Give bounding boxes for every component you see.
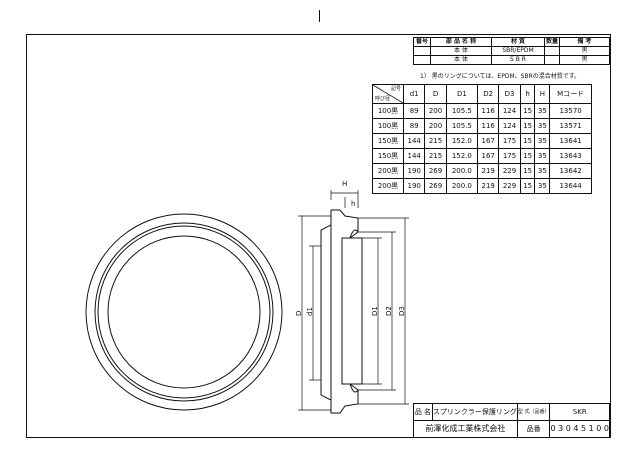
outer-ring-inner-edge bbox=[94, 222, 274, 402]
dim-cell: 200黒 bbox=[372, 178, 404, 194]
center-mark bbox=[319, 10, 320, 22]
title-code-value: 0 3 0 4 5 1 0 0 bbox=[549, 420, 610, 438]
corner-symbol-label: 記号 bbox=[390, 86, 401, 92]
title-product-name: スプリンクラー保護リング bbox=[431, 403, 518, 421]
dimension-lines bbox=[298, 190, 409, 411]
dim-label-D3: D3 bbox=[398, 306, 406, 316]
title-model-value: SKR bbox=[549, 403, 610, 421]
drawing-frame bbox=[26, 34, 611, 438]
dim-cell: 13644 bbox=[549, 178, 592, 194]
dim-cell: 200 bbox=[424, 103, 447, 119]
inner-ring-outer-edge bbox=[97, 225, 271, 399]
title-company-name: 前澤化成工業株式会社 bbox=[413, 420, 518, 438]
title-model-label: 型 式（品番） bbox=[516, 403, 551, 421]
corner-diagonal bbox=[373, 85, 403, 103]
dim-label-d1: d1 bbox=[306, 307, 314, 316]
dim-cell: 269 bbox=[424, 178, 447, 194]
parts-row: 本 体 S B R 黒 bbox=[413, 55, 610, 65]
title-name-label: 品 名 bbox=[413, 403, 433, 421]
title-block: 品 名 スプリンクラー保護リング 型 式（品番） SKR 前澤化成工業株式会社 … bbox=[413, 403, 610, 438]
dim-label-D1: D1 bbox=[371, 306, 379, 316]
material-note: 1） 黒のリングについては、EPDM、SBRの混合材質です。 bbox=[420, 73, 581, 80]
corner-size-label: 呼び径 bbox=[375, 96, 391, 102]
parts-table: 番号 部 品 名 称 材 質 数量 備 考 本 体 SBR/EPDM 黒 本 体… bbox=[413, 37, 610, 65]
inner-ring-bore bbox=[107, 235, 261, 389]
section-view bbox=[320, 209, 363, 414]
title-code-label: 品番 bbox=[516, 420, 551, 438]
outer-ring-outline bbox=[85, 213, 283, 411]
dim-label-H: H bbox=[342, 180, 347, 188]
dim-cell: 229 bbox=[498, 178, 521, 194]
dim-label-D2: D2 bbox=[385, 306, 393, 316]
dim-cell: 175 bbox=[498, 148, 521, 164]
dim-header-corner: 記号 呼び径 bbox=[372, 84, 404, 104]
dim-label-h: h bbox=[351, 200, 355, 208]
dim-label-D: D bbox=[295, 311, 303, 316]
